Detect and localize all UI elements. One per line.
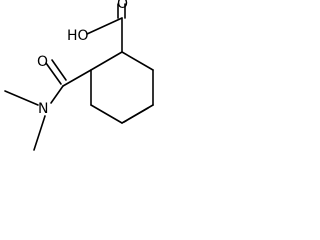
nitrogen-methyl-left-bond [4,90,39,106]
ring-bond-c4-c5 [90,104,123,124]
chemical-structure-diagram: HO O O N [4,0,154,151]
structure-canvas: HO O O N [0,0,186,184]
amide-carbon-nitrogen-bond [50,85,64,104]
amide-nitrogen-label: N [38,101,48,117]
hydroxyl-label: HO [67,28,89,44]
amide-carbonyl-bond [62,69,92,87]
ring-double-bond-inner-line [123,107,149,123]
carboxyl-oxygen-label: O [117,0,128,12]
amide-double-bond-right [51,59,67,81]
ring-bond-c6-c1 [90,51,123,71]
amide-double-bond-left [45,62,62,85]
amide-oxygen-label: O [37,54,48,70]
carboxyl-hydroxyl-bond [86,17,123,35]
nitrogen-methyl-bottom-bond [33,115,46,151]
ring-bond-c1-c2 [121,51,154,71]
